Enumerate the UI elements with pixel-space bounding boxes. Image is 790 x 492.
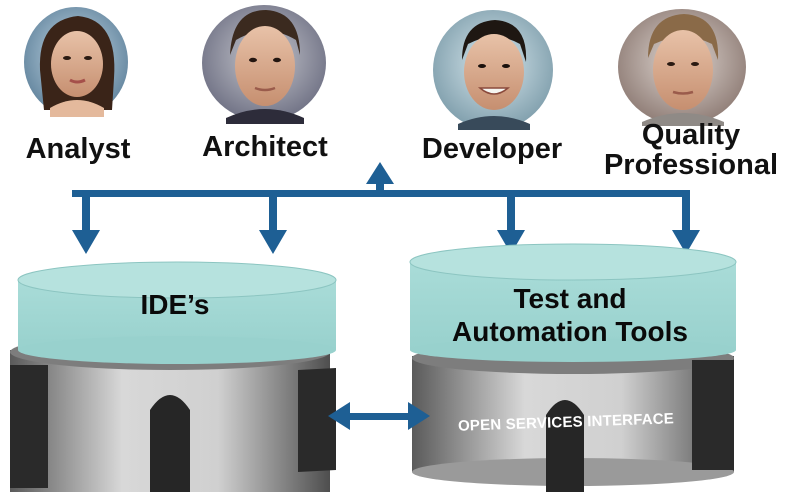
test-tools-cylinder (409, 243, 737, 492)
role-label-analyst: Analyst (25, 133, 131, 165)
test-tools-label: Test and Automation Tools (452, 283, 688, 347)
ide-connector-left (10, 365, 48, 488)
role-label-quality-professional: Quality Professional (603, 119, 779, 181)
arrow-head-analyst (72, 230, 100, 254)
arrow-head-quality (672, 230, 700, 254)
role-connector-arrows (72, 162, 700, 254)
role-label-developer: Developer (421, 133, 563, 165)
ide-label: IDE’s (140, 289, 210, 320)
architect-portrait (202, 5, 326, 124)
developer-portrait (433, 10, 553, 130)
ide-connector-right (298, 368, 336, 472)
analyst-portrait (24, 7, 128, 117)
role-label-architect: Architect (202, 131, 328, 163)
up-arrow-stem (376, 182, 384, 192)
test-connector-right (692, 360, 734, 470)
arrow-stem-quality (682, 190, 690, 232)
arrow-stem-developer (507, 190, 515, 232)
arrow-head-developer (497, 230, 525, 254)
arrow-head-architect (259, 230, 287, 254)
arrow-stem-analyst (82, 190, 90, 232)
ide-cylinder (10, 261, 337, 492)
open-services-double-arrow (328, 402, 430, 430)
test-connector-center (546, 400, 584, 492)
ide-connector-center (150, 395, 190, 492)
arrow-stem-architect (269, 190, 277, 232)
horizontal-bus (72, 190, 690, 197)
quality-professional-portrait (618, 9, 746, 126)
up-arrow-head (366, 162, 394, 184)
